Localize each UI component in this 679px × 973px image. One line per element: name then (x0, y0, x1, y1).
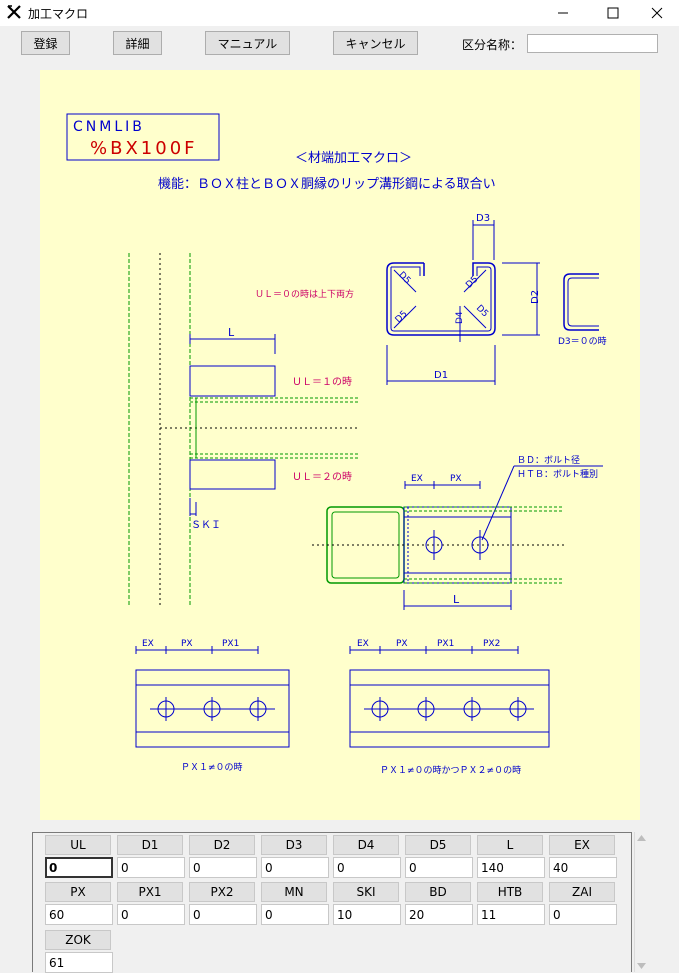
macro-code: %BX100F (90, 138, 198, 159)
dim-l-top: L (228, 326, 235, 339)
param-label-htb: HTB (477, 882, 543, 902)
param-label-d4: D4 (333, 835, 399, 855)
close-button[interactable] (634, 0, 679, 26)
division-name-label: 区分名称： (462, 38, 523, 52)
param-label-mn: MN (261, 882, 327, 902)
dim-ex-right: EX (357, 639, 369, 649)
bd-note: ＢＤ：ボルト径 (517, 454, 580, 466)
param-input-zai[interactable] (549, 904, 617, 925)
param-input-d4[interactable] (333, 857, 401, 878)
param-input-mn[interactable] (261, 904, 329, 925)
param-label-zai: ZAI (549, 882, 615, 902)
scroll-down-button[interactable] (635, 960, 648, 972)
param-input-d3[interactable] (261, 857, 329, 878)
window-title: 加工マクロ (28, 7, 89, 21)
parameter-panel: UL D1 D2 D3 D4 D5 L EX PX PX1 PX2 MN SKI… (32, 832, 632, 973)
param-label-ul: UL (45, 835, 111, 855)
param-label-ski: SKI (333, 882, 399, 902)
param-label-zok: ZOK (45, 930, 111, 950)
app-x-icon (7, 5, 21, 19)
param-label-d5: D5 (405, 835, 471, 855)
px12-note: ＰＸ１≠０の時かつＰＸ２≠０の時 (380, 765, 521, 776)
param-input-ski[interactable] (333, 904, 401, 925)
param-input-px2[interactable] (189, 904, 257, 925)
manual-button[interactable]: マニュアル (205, 31, 290, 55)
macro-drawing-panel: CNMLIB %BX100F ＜材端加工マクロ＞ 機能：ＢＯＸ柱とＢＯＸ胴縁のリ… (40, 70, 640, 820)
param-input-bd[interactable] (405, 904, 473, 925)
minimize-icon (558, 12, 568, 14)
detail-button[interactable]: 詳細 (113, 31, 162, 55)
param-input-zok[interactable] (45, 952, 113, 973)
param-input-l[interactable] (477, 857, 545, 878)
dim-px-mid: PX (450, 474, 462, 484)
param-input-d1[interactable] (117, 857, 185, 878)
dim-d4: D4 (455, 311, 465, 324)
param-label-d1: D1 (117, 835, 183, 855)
param-input-px[interactable] (45, 904, 113, 925)
param-input-ul[interactable] (45, 857, 113, 878)
dim-d5-b: D5 (464, 274, 480, 290)
dim-d5-a: D5 (396, 270, 412, 286)
title-bar: 加工マクロ (0, 0, 679, 26)
param-input-px1[interactable] (117, 904, 185, 925)
param-label-l: L (477, 835, 543, 855)
division-name-input[interactable] (527, 34, 658, 53)
minimize-button[interactable] (540, 0, 586, 26)
dim-d1: D1 (434, 370, 448, 381)
cancel-button[interactable]: キャンセル (333, 31, 418, 55)
param-input-d2[interactable] (189, 857, 257, 878)
dim-px2-right: PX2 (483, 639, 500, 649)
macro-drawing: CNMLIB %BX100F ＜材端加工マクロ＞ 機能：ＢＯＸ柱とＢＯＸ胴縁のリ… (66, 113, 607, 776)
param-input-htb[interactable] (477, 904, 545, 925)
param-label-px2: PX2 (189, 882, 255, 902)
dim-ski: ＳＫＩ (191, 520, 221, 531)
param-input-ex[interactable] (549, 857, 617, 878)
maximize-button[interactable] (590, 0, 636, 26)
dim-l-lower: L (453, 593, 460, 606)
scroll-down-icon (637, 963, 646, 969)
close-icon (651, 7, 663, 19)
ul0-note: ＵＬ＝０の時は上下両方 (255, 288, 354, 300)
param-label-ex: EX (549, 835, 615, 855)
dim-d3: D3 (476, 213, 490, 224)
param-label-d2: D2 (189, 835, 255, 855)
drawing-heading: ＜材端加工マクロ＞ (295, 151, 412, 166)
param-label-px1: PX1 (117, 882, 183, 902)
register-button[interactable]: 登録 (21, 31, 70, 55)
dim-ex-mid: EX (411, 474, 423, 484)
param-input-d5[interactable] (405, 857, 473, 878)
function-text: 機能：ＢＯＸ柱とＢＯＸ胴縁のリップ溝形鋼による取合い (158, 176, 496, 192)
dim-px1-left: PX1 (222, 639, 239, 649)
param-label-bd: BD (405, 882, 471, 902)
dim-px1-right: PX1 (437, 639, 454, 649)
scroll-up-button[interactable] (635, 832, 648, 844)
d3-zero-note: D3＝０の時 (558, 336, 607, 347)
dim-px-right: PX (396, 639, 408, 649)
param-label-px: PX (45, 882, 111, 902)
px1-note: ＰＸ１≠０の時 (181, 762, 243, 773)
scroll-up-icon (637, 835, 646, 841)
dim-d5-c: D5 (394, 309, 410, 325)
dim-ex-left: EX (142, 639, 154, 649)
ul1-note: ＵＬ＝１の時 (292, 376, 352, 388)
param-label-d3: D3 (261, 835, 327, 855)
maximize-icon (607, 7, 619, 19)
dim-d2: D2 (530, 290, 541, 304)
library-label: CNMLIB (73, 119, 145, 135)
dim-d5-d: D5 (474, 303, 490, 319)
parameter-scrollbar[interactable] (634, 832, 648, 972)
ul2-note: ＵＬ＝２の時 (292, 471, 352, 483)
htb-note: ＨＴＢ：ボルト種別 (517, 469, 598, 480)
dim-px-left: PX (181, 639, 193, 649)
